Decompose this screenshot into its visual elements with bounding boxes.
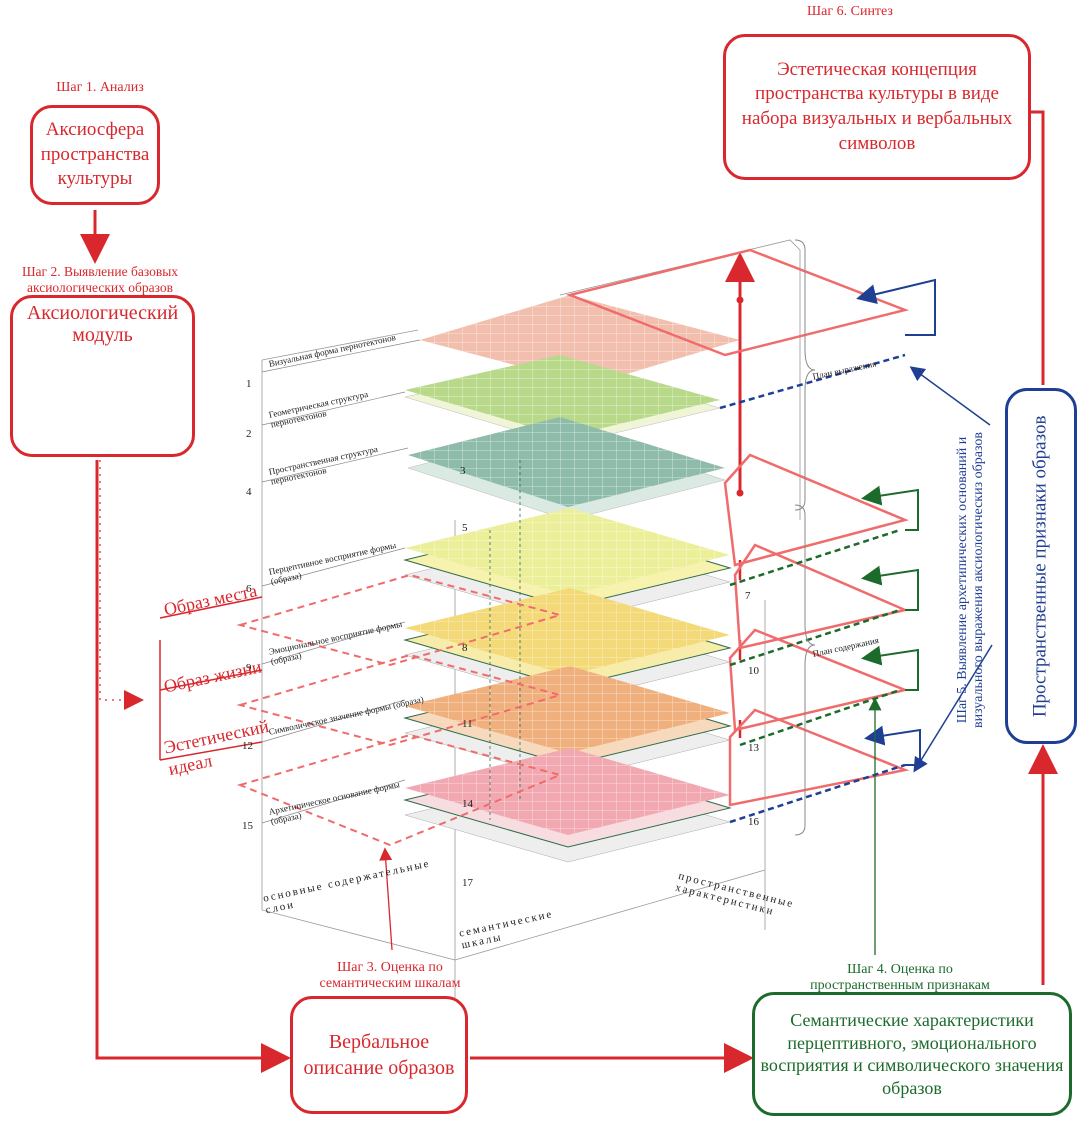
verbal-box: Вербальное описание образов [290,996,468,1114]
arrow-step5-bottom [913,644,993,773]
plate-number-14: 14 [462,798,473,810]
layer-number-4: 4 [246,486,252,498]
layer-leader-lines [261,339,421,824]
plate-number-8: 8 [462,642,468,654]
layer-number-12: 12 [242,740,253,752]
arrow-step3 [379,847,393,951]
arrow-step5-top [909,366,991,426]
spatial-text: Пространственные признаки образов [1029,415,1051,717]
layer-number-15: 15 [242,820,253,832]
plates [403,295,740,863]
plate-perceptive [403,508,732,623]
verbal-text: Вербальное описание образов [303,1031,455,1079]
arrow-module-verbal [95,460,291,1073]
plate-number-5: 5 [462,522,468,534]
step-6-label: Шаг 6. Синтез [807,4,893,19]
layer-number-9: 9 [246,662,252,674]
brackets [794,239,816,836]
vertical-guides [489,460,521,820]
semantic-text: Семантические характеристики перцептивно… [760,1010,1064,1098]
axiosphere-text: Аксиосфера пространства культуры [40,118,150,190]
plate-geometric [404,355,721,446]
plate-number-7: 7 [745,590,751,602]
semantic-box: Семантические характеристики перцептивно… [752,992,1072,1116]
step-3-label: Шаг 3. Оценка по семантическим шкалам [319,960,461,992]
plate-archetypal [403,748,732,863]
spatial-box: Пространственные признаки образов [1005,388,1077,744]
plate-symbolic [403,666,732,781]
module-text: Аксиологический модуль [26,302,179,346]
arrow-module-stack [99,460,144,710]
module-box: Аксиологический модуль [10,295,195,457]
red-axis [725,252,755,738]
plate-visual-form [420,295,740,385]
step-4-label: Шаг 4. Оценка по пространственным призна… [810,962,990,994]
layer-number-2: 2 [246,428,252,440]
step-5-label: Шаг 5. Выявление архетипических основани… [955,431,987,729]
plate-number-16: 16 [748,816,759,828]
step-2-label: Шаг 2. Выявление базовых аксиологических… [21,264,179,295]
blue-loops [856,278,936,766]
layer-number-1: 1 [246,378,252,390]
layer-number-6: 6 [246,583,252,595]
plate-number-3: 3 [460,465,466,477]
red-dashed-planes [236,573,564,847]
concept-text: Эстетическая концепция пространства куль… [741,58,1013,154]
axiosphere-box: Аксиосфера пространства культуры [30,105,160,205]
plate-number-10: 10 [748,665,759,677]
plate-spatial [407,417,726,521]
green-loops [861,485,919,691]
concept-box: Эстетическая концепция пространства куль… [723,34,1031,180]
blue-dashed-links [719,353,906,824]
step-1-label: Шаг 1. Анализ [56,80,144,95]
plate-number-17: 17 [462,877,473,889]
plate-number-13: 13 [748,742,759,754]
plate-number-11: 11 [462,718,473,730]
images-bracket [159,596,263,761]
